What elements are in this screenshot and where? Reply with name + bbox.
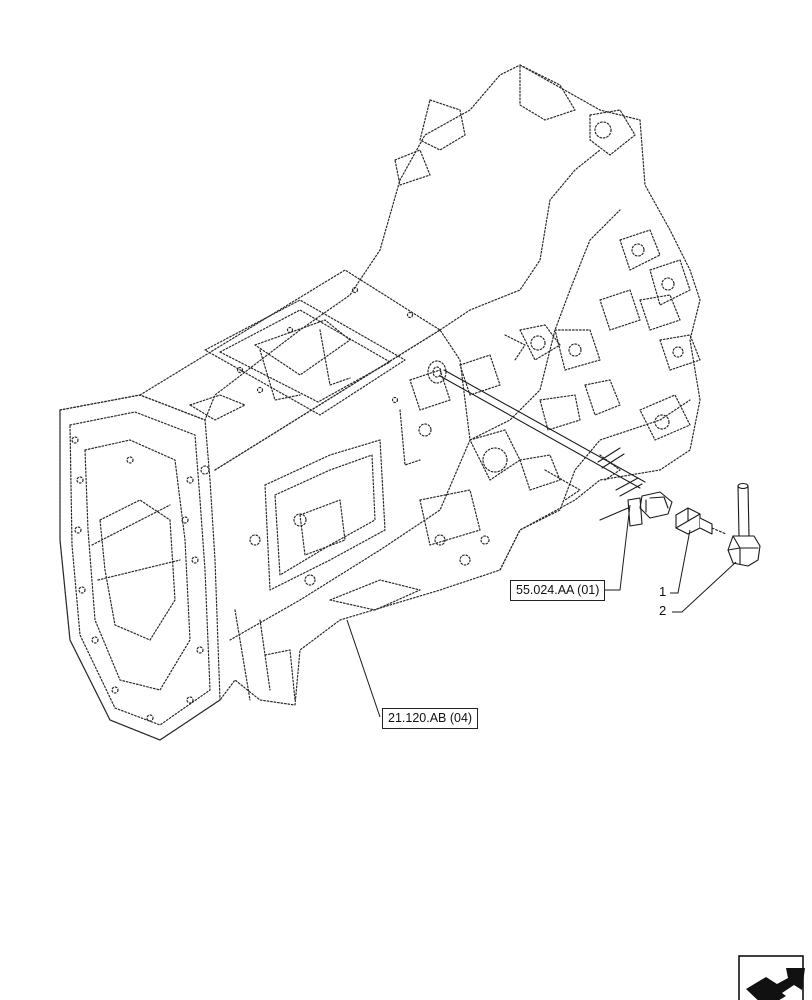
temperature-sensor — [675, 507, 727, 535]
reference-label-top[interactable]: 55.024.AA (01) — [510, 580, 606, 601]
leader-lines — [346, 504, 737, 718]
reference-label-bottom[interactable]: 21.120.AB (04) — [382, 708, 479, 729]
callout-item-2: 2 — [659, 603, 667, 618]
adaptor-fitting — [727, 482, 761, 567]
next-page-arrow-icon[interactable] — [738, 955, 805, 1000]
wiring-harness — [439, 369, 646, 497]
transmission-housing — [59, 64, 701, 741]
harness-connector — [599, 491, 673, 527]
callout-item-1: 1 — [659, 584, 667, 599]
